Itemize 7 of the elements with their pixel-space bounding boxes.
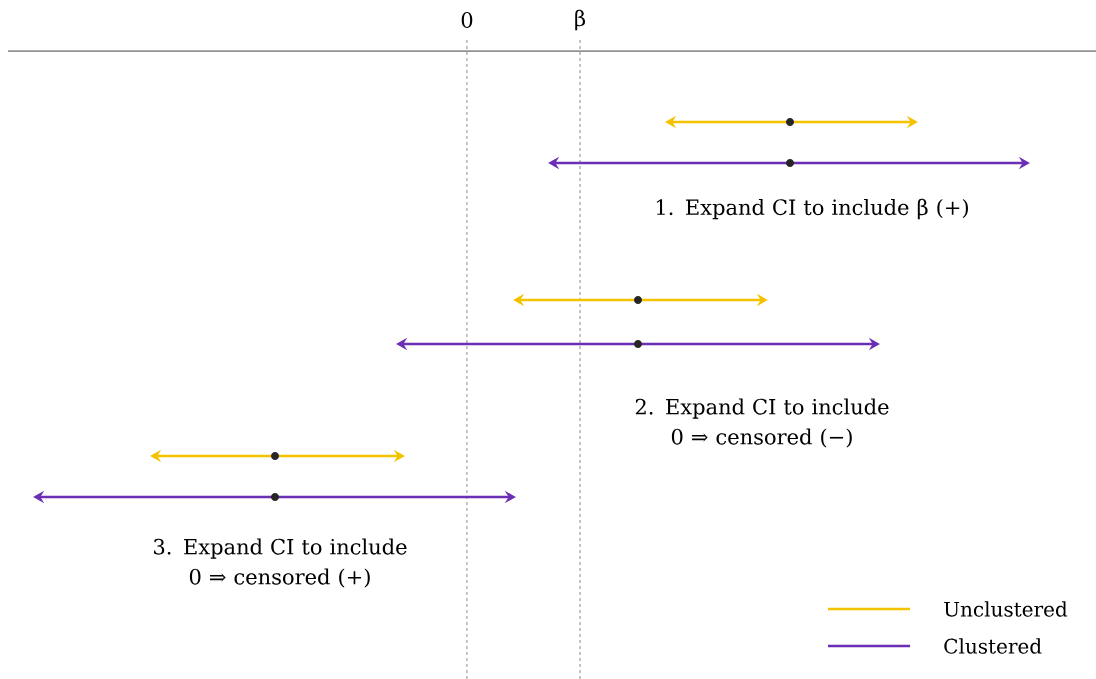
caption-text: 1. Expand CI to include β (+) <box>656 198 968 220</box>
legend-label: Unclustered <box>944 601 1068 617</box>
axis-tick-label: 0 <box>461 12 473 28</box>
axis-tick-label: β <box>575 9 585 31</box>
legend-label: Clustered <box>944 638 1042 654</box>
caption-text: 3. Expand CI to include 0 ⇒ censored (+) <box>154 538 407 588</box>
caption-text: 2. Expand CI to include 0 ⇒ censored (−) <box>635 398 889 448</box>
